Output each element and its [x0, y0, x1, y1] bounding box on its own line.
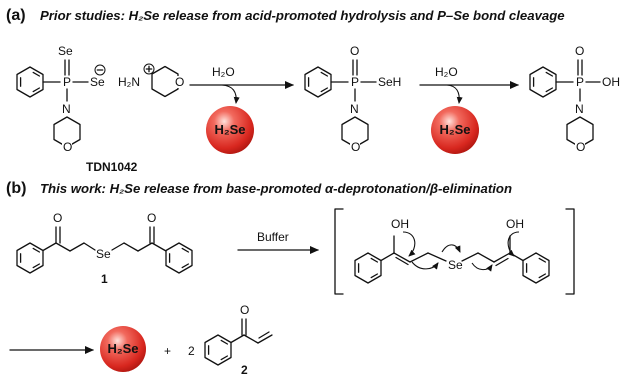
- panel-a-label: (a): [6, 7, 26, 24]
- oxygen-atom: O: [175, 75, 184, 89]
- right-bracket: [565, 208, 575, 295]
- benzene-ring: [16, 242, 44, 274]
- electron-push-arrow: [402, 231, 416, 257]
- hydroxyl-group: OH: [602, 75, 620, 89]
- h2se-ball-label-1: H₂Se: [214, 122, 245, 137]
- compound-2-structure: O: [204, 303, 273, 366]
- oxygen-atom: O: [240, 303, 249, 317]
- compound-label-1: 1: [101, 272, 108, 286]
- compound-label-tdn1042: TDN1042: [86, 160, 138, 174]
- reagent-label-2: H₂O: [435, 65, 458, 79]
- oxygen-atom: O: [576, 140, 585, 154]
- benzene-ring: [204, 334, 232, 366]
- h2se-ball-label-2: H₂Se: [439, 122, 470, 137]
- enol-intermediate-bracket: OH Se OH: [334, 208, 575, 295]
- oxygen-atom: O: [63, 140, 72, 154]
- nitrogen-atom: N: [575, 102, 584, 116]
- phosphorus-atom: P: [63, 75, 71, 89]
- plus-sign: +: [164, 344, 171, 358]
- benzene-ring: [522, 252, 550, 284]
- curved-arrow-1: [221, 84, 240, 104]
- nitrogen-atom: N: [350, 102, 359, 116]
- selenium-atom: Se: [58, 44, 73, 58]
- benzene-ring: [354, 252, 382, 284]
- oxygen-atom: O: [147, 211, 156, 225]
- selenol-intermediate-structure: P O SeH N O: [304, 44, 401, 154]
- benzene-ring: [304, 66, 332, 98]
- oxygen-atom: O: [350, 44, 359, 58]
- oxygen-atom: O: [351, 140, 360, 154]
- reagent-label-1: H₂O: [212, 65, 235, 79]
- electron-push-arrow: [471, 262, 493, 272]
- panel-b-title: This work: H₂Se release from base-promot…: [40, 181, 512, 196]
- phosphorus-atom: P: [351, 75, 359, 89]
- compound-1-structure: O Se O: [16, 211, 193, 274]
- selenium-atom: Se: [448, 258, 463, 272]
- hydroxyl-group: OH: [506, 217, 524, 231]
- electron-push-arrow: [441, 244, 461, 253]
- compound-label-2: 2: [241, 363, 248, 377]
- h2se-ball-label-3: H₂Se: [107, 341, 138, 356]
- ammonium-group: H₂N: [118, 75, 140, 89]
- phosphonamidic-acid-structure: P O OH N O: [529, 44, 620, 154]
- hydroxyl-group: OH: [391, 217, 409, 231]
- tdn1042-structure: P Se Se N O H₂N O: [16, 44, 185, 154]
- nitrogen-atom: N: [62, 102, 71, 116]
- benzene-ring: [165, 242, 193, 274]
- curved-arrow-2: [446, 84, 463, 104]
- electron-push-arrow: [507, 231, 520, 257]
- oxygen-atom: O: [53, 211, 62, 225]
- benzene-ring: [16, 66, 44, 98]
- stoichiometric-coefficient: 2: [188, 344, 195, 358]
- selenium-atom: Se: [96, 247, 111, 261]
- phosphorus-atom: P: [576, 75, 584, 89]
- h2se-release-ball-2: [431, 106, 479, 154]
- left-bracket: [334, 208, 344, 295]
- h2se-release-ball-1: [206, 106, 254, 154]
- oxygen-atom: O: [575, 44, 584, 58]
- electron-push-arrow: [411, 261, 439, 270]
- selenide-atom: Se: [90, 75, 105, 89]
- buffer-label: Buffer: [257, 230, 289, 244]
- panel-a-title: Prior studies: H₂Se release from acid-pr…: [40, 8, 565, 23]
- benzene-ring: [529, 66, 557, 98]
- panel-b-label: (b): [6, 180, 26, 197]
- h2se-release-ball-3: [100, 326, 146, 372]
- selenol-group: SeH: [378, 75, 401, 89]
